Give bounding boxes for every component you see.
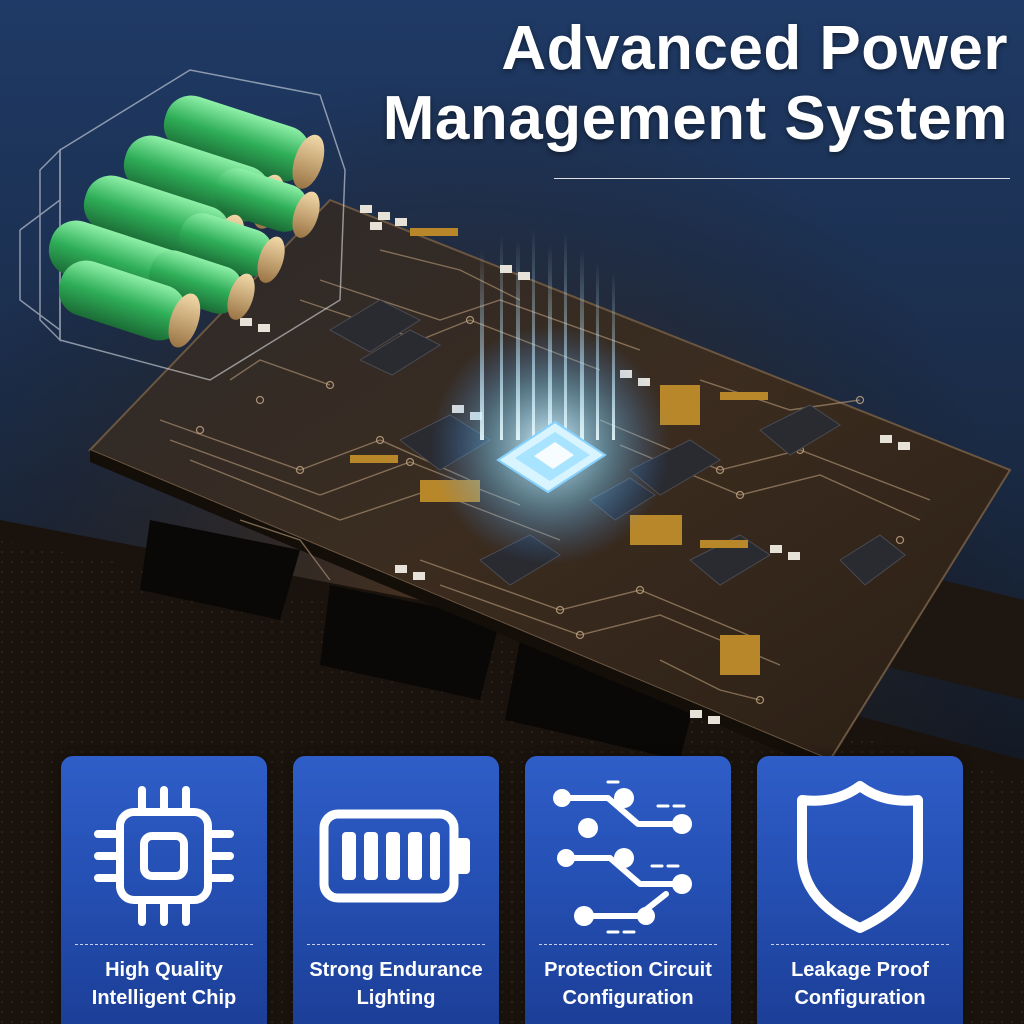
feature-label: Protection Circuit Configuration bbox=[525, 956, 731, 1012]
feature-label-line-2: Configuration bbox=[794, 987, 926, 1009]
feature-label-line-1: Leakage Proof bbox=[791, 959, 929, 981]
headline-divider bbox=[554, 178, 1010, 179]
card-divider bbox=[539, 944, 717, 945]
card-divider bbox=[307, 944, 485, 945]
card-divider bbox=[771, 944, 949, 945]
feature-label-line-1: Strong Endurance bbox=[309, 959, 483, 981]
feature-label-line-2: Intelligent Chip bbox=[91, 987, 237, 1009]
headline-line-2: Management System bbox=[382, 84, 1008, 153]
feature-label-line-1: Protection Circuit bbox=[544, 959, 712, 981]
feature-cards: High Quality Intelligent Chip Strong End… bbox=[61, 756, 964, 1024]
feature-label: Leakage Proof Configuration bbox=[757, 956, 963, 1012]
feature-label-line-2: Lighting bbox=[356, 987, 436, 1009]
headline: Advanced Power Management System bbox=[308, 14, 1008, 154]
feature-label-line-2: Configuration bbox=[562, 987, 694, 1009]
shield-icon bbox=[797, 781, 923, 933]
feature-label-line-1: High Quality bbox=[105, 959, 223, 981]
circuit-icon bbox=[553, 780, 692, 934]
battery-icon bbox=[319, 809, 470, 903]
feature-card-intelligent-chip: High Quality Intelligent Chip bbox=[61, 756, 267, 1024]
feature-card-leakage-proof: Leakage Proof Configuration bbox=[757, 756, 963, 1024]
feature-card-endurance-lighting: Strong Endurance Lighting bbox=[293, 756, 499, 1024]
feature-label: High Quality Intelligent Chip bbox=[61, 956, 267, 1012]
feature-label: Strong Endurance Lighting bbox=[293, 956, 499, 1012]
feature-card-protection-circuit: Protection Circuit Configuration bbox=[525, 756, 731, 1024]
battery-cells bbox=[48, 95, 325, 348]
chip-icon bbox=[94, 786, 234, 926]
headline-line-1: Advanced Power bbox=[501, 14, 1008, 83]
card-divider bbox=[75, 944, 253, 945]
